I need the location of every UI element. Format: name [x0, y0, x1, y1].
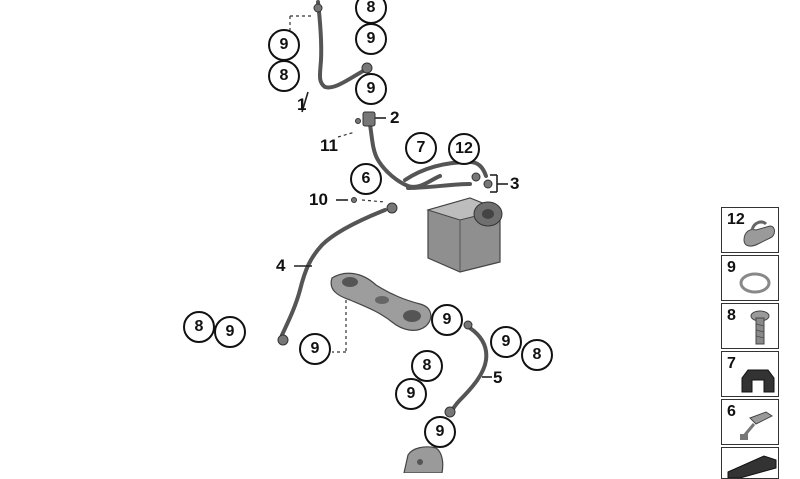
legend-number: 7 [727, 355, 736, 372]
legend-item-7: 7 [721, 351, 779, 397]
callout-12: 12 [448, 133, 480, 165]
callout-9: 9 [431, 304, 463, 336]
legend-number: 8 [727, 307, 736, 324]
legend-item-bracket-plate [721, 447, 779, 479]
callout-9: 9 [299, 333, 331, 365]
part-label-3: 3 [510, 174, 520, 193]
legend-number: 6 [727, 403, 736, 420]
hose-clamp-icon [740, 411, 773, 440]
callout-9: 9 [268, 29, 300, 61]
banjo-bolt-icon [750, 310, 770, 345]
callout-8: 8 [411, 350, 443, 382]
brake-line-lower [406, 182, 472, 190]
legend-item-9: 9 [721, 255, 779, 301]
brake-line-5 [448, 326, 489, 417]
part-label-10: 10 [309, 190, 328, 209]
callout-8: 8 [183, 311, 215, 343]
brake-line-1 [316, 0, 367, 90]
abs-unit [426, 197, 503, 273]
part-label-1: 1 [297, 95, 307, 114]
callout-6: 6 [350, 163, 382, 195]
part-label-11: 11 [320, 136, 338, 155]
bracket-plate-icon [727, 455, 777, 478]
legend-number: 12 [727, 211, 745, 228]
callout-9: 9 [355, 23, 387, 55]
mounting-bracket [330, 272, 432, 331]
callout-8: 8 [521, 339, 553, 371]
callout-9: 9 [355, 73, 387, 105]
callout-9: 9 [490, 326, 522, 358]
seal-ring-icon [739, 272, 771, 294]
legend-item-6: 6 [721, 399, 779, 445]
part-label-2: 2 [390, 108, 400, 127]
legend-item-8: 8 [721, 303, 779, 349]
brake-line-4 [280, 208, 387, 337]
legend-item-12: 12 [721, 207, 779, 253]
part-label-4: 4 [276, 256, 286, 275]
callout-9: 9 [214, 316, 246, 348]
brake-line-6 [368, 123, 442, 189]
part-label-5: 5 [493, 368, 503, 387]
callout-8: 8 [268, 60, 300, 92]
brake-caliper [403, 446, 444, 473]
rubber-bracket-icon [741, 369, 775, 393]
clip-icon [743, 220, 775, 247]
legend-number: 9 [727, 259, 736, 276]
callout-9: 9 [395, 378, 427, 410]
callout-9: 9 [424, 416, 456, 448]
callout-7: 7 [405, 132, 437, 164]
